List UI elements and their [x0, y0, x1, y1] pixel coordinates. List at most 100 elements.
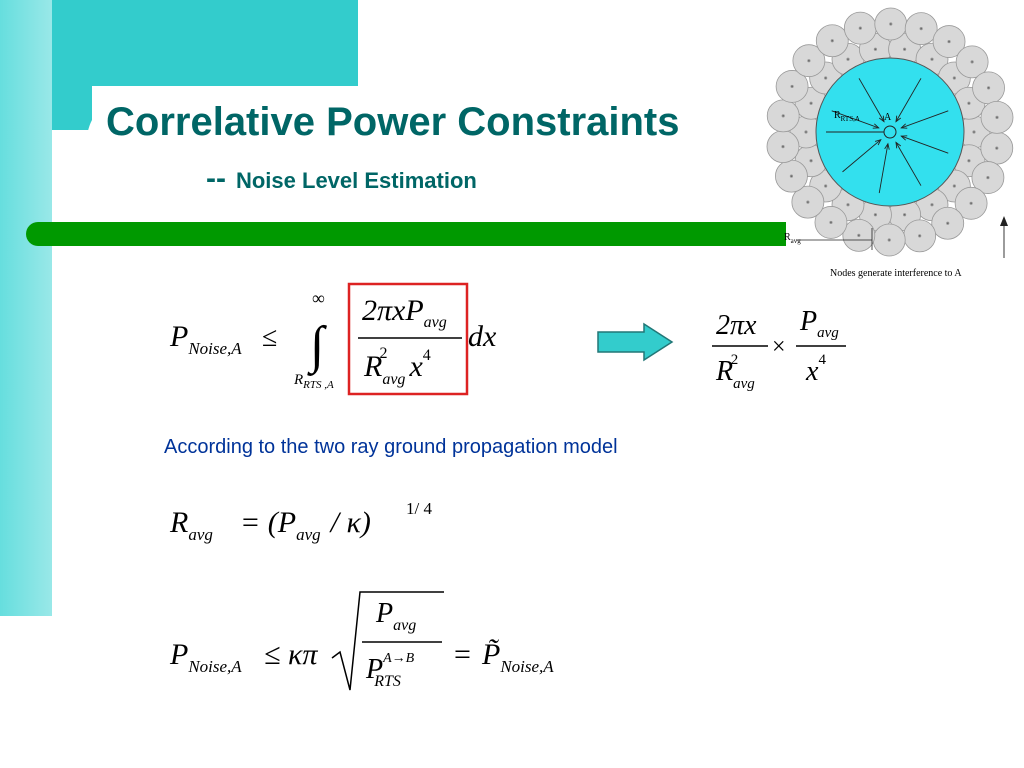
node-dot [806, 200, 810, 204]
node-dot [789, 174, 794, 178]
interference-arrow [895, 78, 922, 122]
eq2-frac2-denominator: x4 [805, 352, 826, 387]
interference-arrow-head [900, 123, 908, 129]
node-dot [846, 57, 850, 61]
slide-subtitle: -- Noise Level Estimation [206, 162, 477, 196]
node-dot [809, 101, 813, 105]
node-dot [986, 86, 991, 90]
node-dot [995, 146, 999, 150]
node-dot [952, 184, 956, 188]
node-dot [804, 130, 808, 134]
subtitle-text: Noise Level Estimation [235, 168, 477, 193]
node-dot [858, 26, 862, 30]
eq1-highlight-box [347, 282, 469, 396]
vertical-arrow-head [1000, 216, 1008, 226]
interference-arrow-head [874, 138, 882, 146]
left-teal-strip [0, 0, 52, 616]
eq4-sqrt-sign [331, 591, 444, 691]
interference-arrow [901, 110, 949, 129]
teal-corner-block [52, 86, 92, 130]
top-teal-block [52, 0, 358, 86]
node-dot [857, 233, 861, 238]
equation-ravg: Ravg = (Pavg/ κ) 1/ 4 [169, 499, 432, 544]
node-dot [986, 175, 990, 180]
node-dot [781, 114, 785, 118]
node-dot [918, 234, 922, 238]
node-dot [807, 59, 811, 63]
eq3-exponent: 1/ 4 [406, 499, 432, 518]
node-dot [889, 22, 893, 26]
eq4-leq-kappa-pi: ≤ κπ [264, 638, 318, 671]
interference-arrows [831, 78, 949, 194]
green-divider-bar [26, 222, 786, 246]
interference-arrow-head [884, 142, 890, 150]
node-dot [873, 47, 878, 51]
eq1-leq: ≤ [262, 322, 277, 353]
interference-arrow-head [872, 123, 880, 129]
eq4-rhs: P̃Noise,A [481, 638, 554, 676]
eq2-frac1-numerator: 2πx [716, 310, 757, 341]
node-dot [824, 184, 828, 188]
label-node-a: A [884, 112, 892, 123]
rts-range-circle [815, 57, 965, 207]
eq1-integral-sign: ∫ [307, 317, 327, 376]
eq1-lower-limit: RRTS ,A [293, 372, 334, 391]
node-dot [809, 159, 813, 163]
label-rts-a: RRTS,A [834, 110, 860, 123]
node-dot [919, 26, 923, 31]
label-ravg: Ravg [784, 232, 801, 245]
eq4-lhs: PNoise,A [169, 638, 242, 676]
node-dot [846, 203, 850, 207]
node-dot [830, 39, 834, 43]
node-dot [930, 57, 934, 61]
node-dot [967, 101, 971, 105]
interference-arrow-head [895, 141, 902, 149]
node-dot [790, 84, 794, 89]
eq3-rhs: = (Pavg/ κ) [240, 506, 371, 544]
eq2-frac1-denominator: Ravg2 [715, 352, 755, 392]
node-dot [947, 39, 951, 44]
interference-arrow [895, 142, 922, 186]
node-dot [967, 159, 971, 163]
eq3-lhs: Ravg [169, 506, 213, 544]
node-dot [995, 115, 999, 120]
node-dot [781, 144, 785, 149]
node-dot [946, 221, 950, 225]
interference-arrow-head [895, 115, 902, 123]
node-dot [972, 130, 976, 134]
interference-arrow [831, 110, 879, 129]
node-dot [970, 60, 974, 64]
implies-arrow [597, 322, 674, 362]
diagram-caption: Nodes generate interference to A [830, 268, 962, 279]
eq2-times: × [772, 334, 786, 360]
interference-diagram: RRTS,A A Ravg Nodes generate interferenc… [766, 7, 1014, 279]
equation-separated-fraction: 2πx Ravg2 × Pavg x4 [712, 306, 846, 392]
node-dot [887, 238, 891, 242]
node-dot [902, 47, 907, 51]
interference-arrow-head [900, 135, 908, 141]
node-dot [829, 220, 833, 225]
interference-node-ring [766, 7, 1014, 257]
interference-arrow-head [878, 115, 885, 123]
interference-arrow [842, 139, 882, 173]
node-dot [952, 76, 956, 80]
node-dot [969, 201, 973, 205]
interference-arrow [878, 143, 889, 194]
eq1-dx: dx [468, 320, 497, 353]
node-dot [902, 213, 907, 217]
eq4-equals: = [454, 638, 471, 671]
eq1-upper-limit: ∞ [312, 288, 325, 308]
eq1-lhs: PNoise,A [169, 320, 242, 358]
interference-arrow [901, 135, 949, 154]
subtitle-dash: -- [206, 162, 226, 195]
propagation-model-text: According to the two ray ground propagat… [164, 436, 618, 458]
node-dot [873, 213, 878, 217]
eq1-numerator: 2πxPavg [362, 294, 447, 331]
slide-title: Correlative Power Constraints [106, 100, 680, 144]
node-dot [824, 76, 828, 80]
eq2-frac2-numerator: Pavg [799, 306, 839, 341]
